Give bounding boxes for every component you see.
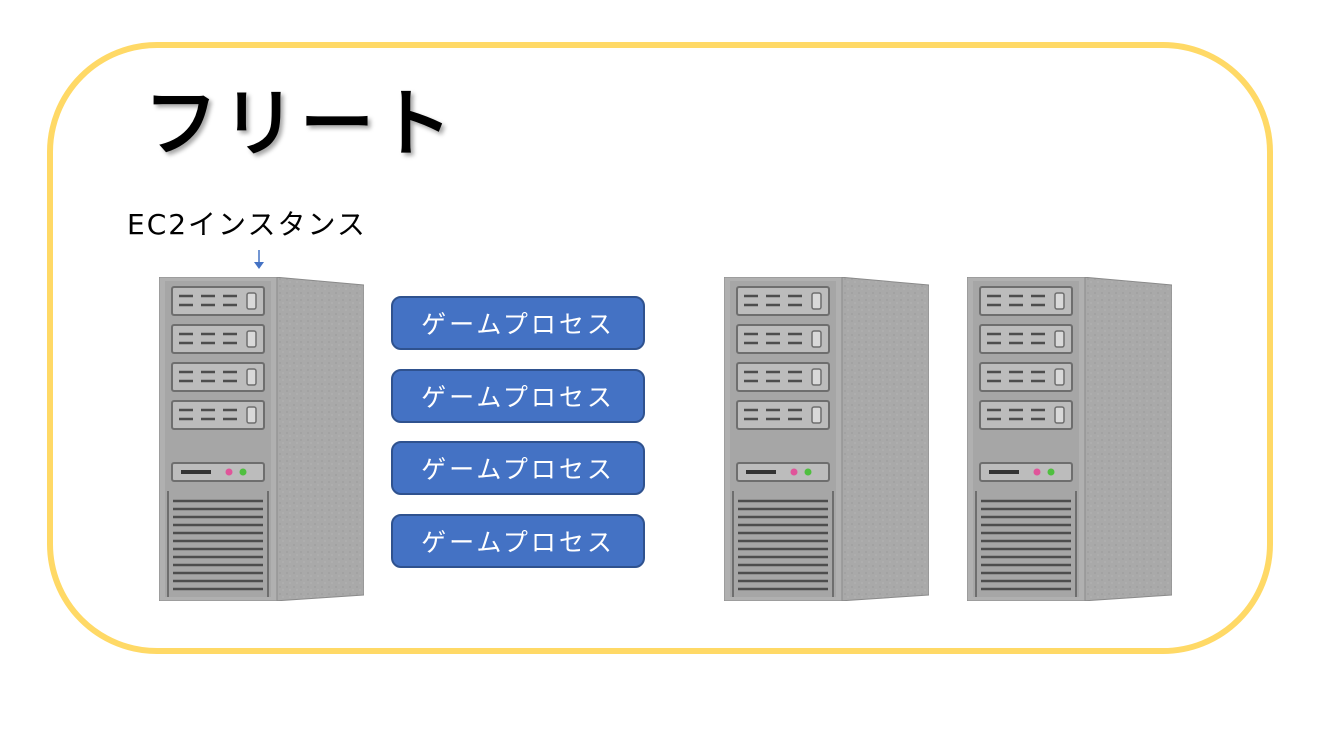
arrow-down-icon: [254, 250, 264, 269]
game-process-box: ゲームプロセス: [391, 369, 645, 423]
game-process-box: ゲームプロセス: [391, 514, 645, 568]
server-tower-icon: [967, 277, 1172, 601]
fleet-frame: [47, 42, 1273, 654]
server-tower-icon: [724, 277, 929, 601]
ec2-instance-label: EC2インスタンス: [127, 208, 367, 241]
server-tower-icon: [159, 277, 364, 601]
game-process-box: ゲームプロセス: [391, 296, 645, 350]
game-process-box: ゲームプロセス: [391, 441, 645, 495]
fleet-title: フリート: [144, 81, 456, 167]
